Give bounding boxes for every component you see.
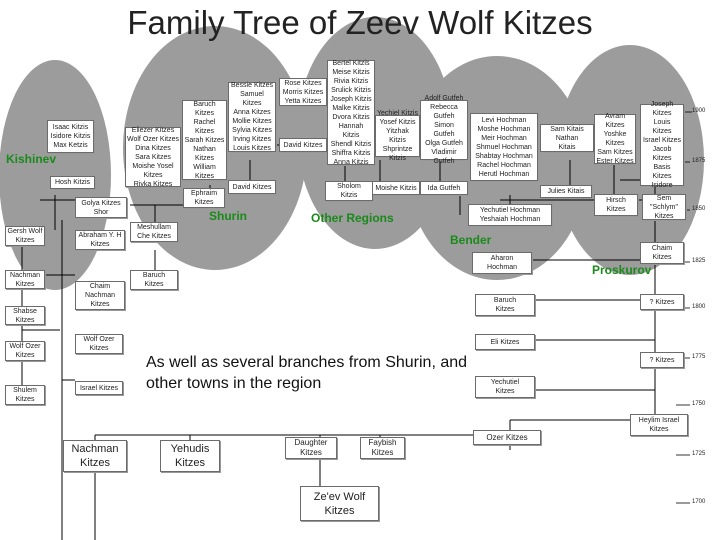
person-box-juliet[interactable]: Julies Kitais [540,185,592,198]
person-box-isaac-group[interactable]: Isaac Kitzis Isidore Kitzis Max Ketzis [47,120,94,153]
person-box-rose-group[interactable]: Rose Kitzes Morris Kitzes Yetta Kitzes [279,78,327,106]
year-label: 1875 [692,158,706,164]
person-box-nachman-2[interactable]: Nachman Kitzes [63,440,127,472]
person-box-chaim-nachman[interactable]: Chaim Nachman Kitzes [75,281,125,310]
person-box-israel-1[interactable]: Israel Kitzes [75,381,123,395]
person-box-joseph-group[interactable]: Joseph Kitzes Louis Kitzes Israel Kitzes… [640,101,684,189]
person-box-david-2[interactable]: David Kitzes [279,138,327,152]
person-box-hirsch[interactable]: Hirsch Kitzes [594,194,638,216]
person-box-shulem[interactable]: Shulem Kitzes [5,385,45,405]
person-box-yechiel-group[interactable]: Yechiel Kitzis Yosef Kitzis Yitzhak Kitz… [375,110,420,162]
page-title: Family Tree of Zeev Wolf Kitzes [127,4,593,41]
year-label: 1775 [692,354,706,360]
person-box-wolf-ozer-1[interactable]: Wolf Ozer Kitzes [75,334,123,354]
person-box-bertel-group[interactable]: Bertel Kitzis Meise Kitzis Rivia Kitzis … [327,60,375,166]
region-label-other: Other Regions [311,211,394,225]
person-box-gersh-wolf[interactable]: Gersh Wolf Kitzes [5,226,45,246]
person-box-aharon[interactable]: Aharon Hochman [472,252,532,274]
year-label: 1725 [692,451,706,457]
person-box-eliezer-group[interactable]: Eliezer Kitzes Wolf Ozer Kitzes Dina Kit… [125,126,181,188]
person-box-avram-group[interactable]: Avram Kitzes Yoshke Kitzes Sam Kitzes Es… [594,113,636,165]
person-box-ozer[interactable]: Ozer Kitzes [473,430,541,445]
person-box-chaim-2[interactable]: Chaim Kitzes [640,242,684,264]
person-box-hosh[interactable]: Hosh Kitzis [50,176,95,189]
person-box-baruch-group[interactable]: Baruch Kitzes Rachel Kitzes Sarah Kitzes… [182,100,227,180]
year-label: 1825 [692,258,706,264]
region-label-shurin: Shurin [209,209,247,223]
person-box-yechutiel-kitzes[interactable]: Yechutiel Kitzes [475,376,535,398]
person-box-shabse[interactable]: Shabse Kitzes [5,306,45,325]
person-box-unknown-1[interactable]: ? Kitzes [640,294,684,310]
person-box-sam-group[interactable]: Sam Kitais Nathan Kitais [540,124,594,152]
year-label: 1850 [692,206,706,212]
region-label-kishinev: Kishinev [6,152,57,166]
person-box-baruch-3[interactable]: Baruch Kitzes [475,294,535,316]
person-box-meshullam[interactable]: Meshullam Che Kitzes [130,222,178,242]
person-box-adolf-group[interactable]: Adolf Gutfeh Rebecca Gutfeh Simon Gutfeh… [420,95,468,165]
person-box-daughter[interactable]: Daughter Kitzes [285,437,337,459]
person-box-faybish[interactable]: Faybish Kitzes [360,437,405,459]
year-label: 1900 [692,108,706,114]
person-box-yehudis[interactable]: Yehudis Kitzes [160,440,220,472]
person-box-sholom[interactable]: Sholom Kitzis [325,181,373,201]
branches-note: As well as several branches from Shurin,… [146,354,468,392]
year-label: 1750 [692,401,706,407]
person-box-nachman-1[interactable]: Nachman Kitzes [5,270,45,289]
person-box-bessie-group[interactable]: Bessie Kitzes Samuel Kitzes Anna Kitzes … [228,82,276,152]
person-box-wolf-ozer-2[interactable]: Wolf Ozer Kitzes [5,341,45,361]
person-box-levi-group[interactable]: Levi Hochman Moshe Hochman Meir Hochman … [470,113,538,181]
person-box-david-1[interactable]: David Kitzes [228,180,276,194]
person-box-baruch-1[interactable]: Baruch Kitzes [130,270,178,290]
person-box-golya[interactable]: Golya Kitzes Shor [75,197,127,218]
person-box-moishe[interactable]: Moishe Kitzis [372,181,420,195]
person-box-eli[interactable]: Eli Kitzes [475,334,535,350]
year-label: 1700 [692,499,706,505]
region-label-bender: Bender [450,233,492,247]
person-box-sem[interactable]: Sem "Schlym" Kitzes [642,194,686,220]
person-box-ida[interactable]: Ida Gutfeh [420,181,468,195]
person-box-unknown-2[interactable]: ? Kitzes [640,352,684,368]
region-label-proskurov: Proskurov [592,263,652,277]
person-box-zeev-wolf[interactable]: Ze'ev Wolf Kitzes [300,486,379,521]
person-box-yechutiel-hochman[interactable]: Yechutiel Hochman Yeshaiah Hochman [468,204,552,226]
person-box-israel-2[interactable]: Heylim Israel Kitzes [630,414,688,436]
person-box-abraham[interactable]: Abraham Y. H Kitzes [75,230,125,250]
year-label: 1800 [692,304,706,310]
person-box-ephraim[interactable]: Ephraim Kitzes [183,188,225,208]
kishinev-region-ellipse [0,60,111,290]
